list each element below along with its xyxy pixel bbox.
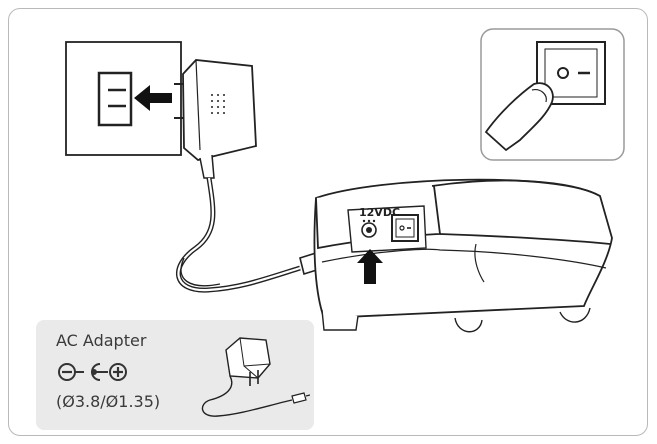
- polarity-symbol-icon: [58, 363, 127, 381]
- adapter-spec: (Ø3.8/Ø1.35): [56, 392, 161, 411]
- dc-jack: [361, 222, 377, 238]
- wall-outlet: [65, 41, 182, 156]
- back-panel: 12VDC: [347, 205, 427, 284]
- adapter-title: AC Adapter: [56, 331, 147, 350]
- insert-up-arrow-icon: [357, 249, 383, 284]
- wall-adapter: [174, 59, 257, 179]
- switch-inset: [480, 28, 625, 161]
- plug-in-arrow-icon: [134, 85, 172, 111]
- dc-input-label: 12VDC: [359, 206, 400, 219]
- outlet-socket-icon: [97, 71, 133, 127]
- power-switch: [391, 214, 419, 242]
- polarity-dots: [362, 219, 376, 223]
- adapter-info-box: AC Adapter (Ø3.8/Ø1.35): [36, 320, 314, 430]
- base-unit: [313, 178, 613, 333]
- ac-adapter-icon: [201, 337, 310, 417]
- finger-icon: [484, 82, 554, 152]
